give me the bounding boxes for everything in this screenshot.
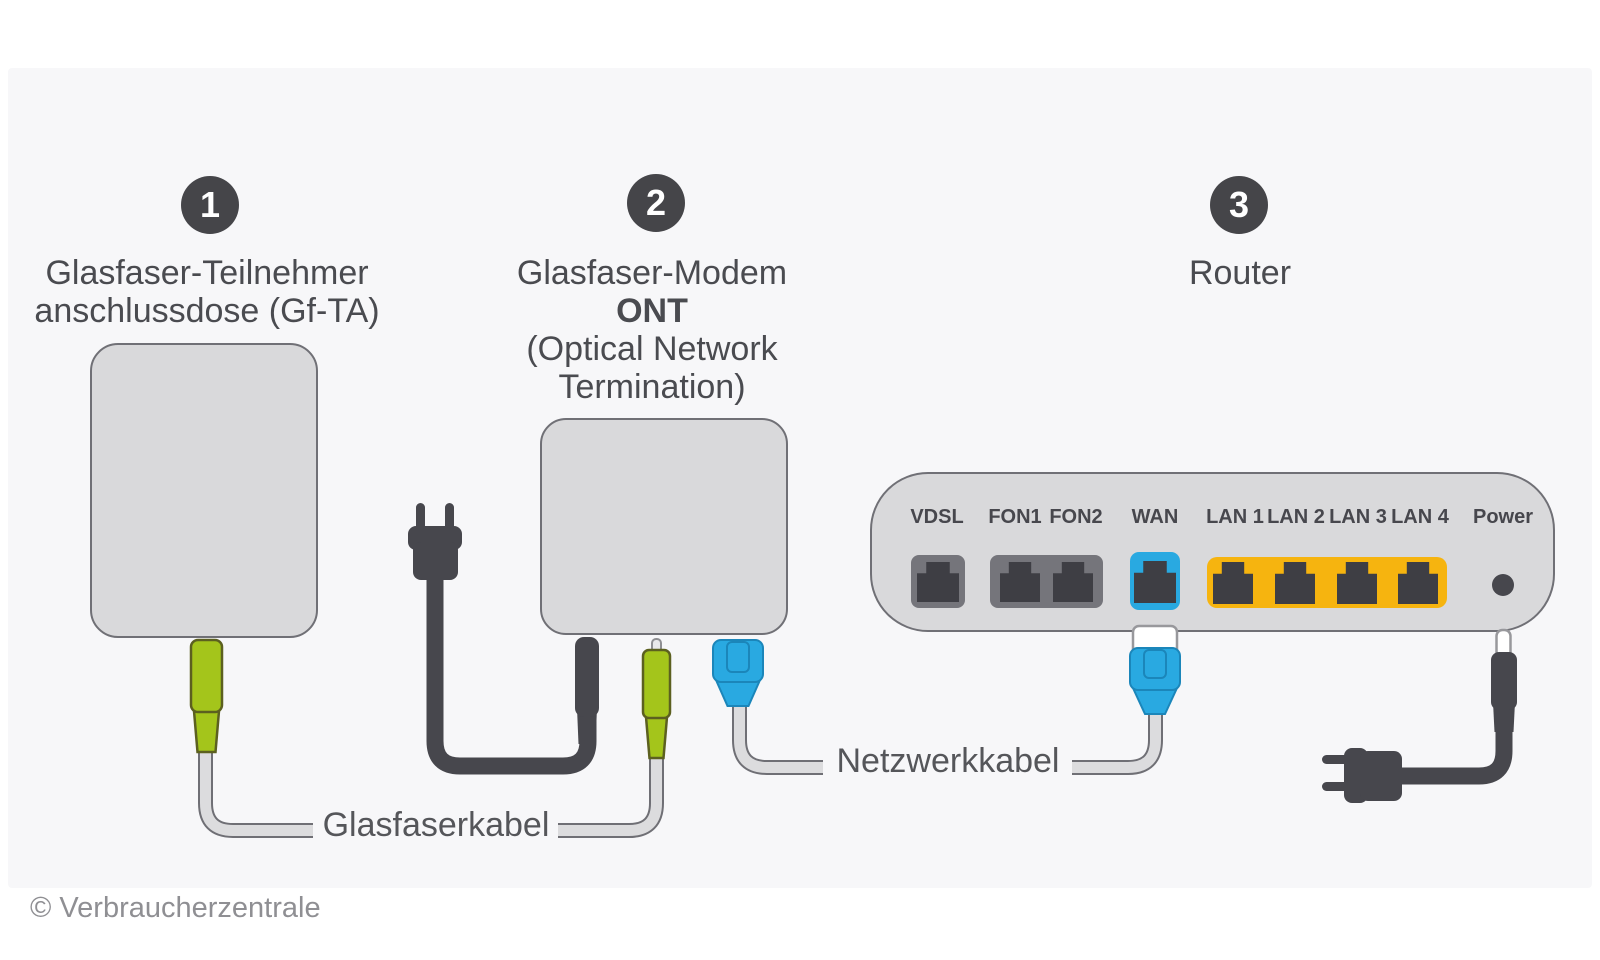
port-label-power: Power <box>1472 506 1534 528</box>
fiber-connector-taper <box>644 715 669 760</box>
port-label-fon1: FON1 <box>988 506 1042 528</box>
power-cable-router-path <box>1398 726 1513 785</box>
rj45-plug-taper <box>714 679 762 707</box>
step-1-title-line2: anschlussdose (Gf-TA) <box>34 292 380 330</box>
fon-port-group <box>990 555 1103 608</box>
network-cable-left-core <box>734 700 823 773</box>
step-1-number: 1 <box>199 184 221 225</box>
step-2-badge: 2 <box>627 174 685 232</box>
network-cable-router <box>1072 624 1181 775</box>
power-cable-router <box>1322 628 1517 803</box>
step-1-badge: 1 <box>181 176 239 234</box>
port-label-lan4: LAN 4 <box>1391 506 1449 528</box>
power-barrel-ont-icon <box>575 637 599 717</box>
port-label-lan3: LAN 3 <box>1329 506 1387 528</box>
fiber-cable-gfta <box>189 638 313 838</box>
port-label-lan2: LAN 2 <box>1267 506 1325 528</box>
network-cable-right-core <box>1072 708 1161 773</box>
network-cable-label: Netzwerkkabel <box>836 742 1060 780</box>
rj45-plug-taper <box>1131 687 1179 715</box>
fiber-connector-gfta-icon <box>189 638 224 714</box>
plug-prong-icon <box>445 503 454 531</box>
port-label-lan1: LAN 1 <box>1206 506 1264 528</box>
plug-prong-icon <box>1322 782 1350 791</box>
step-2-title: Glasfaser-Modem ONT (Optical Network Ter… <box>437 254 867 406</box>
barrel-taper <box>577 708 597 744</box>
step-1-title-line1: Glasfaser-Teilnehmer <box>45 254 369 292</box>
lan-port-group <box>1207 557 1447 608</box>
fiber-cable-left-core <box>200 745 313 836</box>
fiber-cable-ont <box>558 638 672 838</box>
power-cable-ont-path <box>426 570 597 775</box>
step-3-title-line1: Router <box>1188 254 1292 292</box>
step-3-number: 3 <box>1228 184 1250 225</box>
fiber-connector-ont-icon <box>641 648 672 720</box>
network-cable-ont <box>712 639 823 775</box>
rj45-plug-clip <box>1143 649 1167 679</box>
gfta-socket-device <box>90 343 318 638</box>
step-2-acronym: ONT <box>616 292 688 330</box>
power-plug-ont-body <box>413 542 458 580</box>
power-plug-router-body <box>1360 751 1402 801</box>
power-socket-icon <box>1492 574 1514 596</box>
fiber-connector-taper <box>192 709 221 754</box>
wan-port <box>1130 552 1180 610</box>
step-3-badge: 3 <box>1210 176 1268 234</box>
step-2-number: 2 <box>645 182 667 223</box>
port-label-wan: WAN <box>1131 506 1179 528</box>
ont-modem-device <box>540 418 788 635</box>
plug-prong-icon <box>1322 755 1350 764</box>
rj45-plug-clip <box>726 641 750 673</box>
copyright-notice: © Verbraucherzentrale <box>30 892 321 924</box>
vdsl-port <box>911 555 965 608</box>
plug-prong-icon <box>416 503 425 531</box>
step-3-title: Router <box>1033 254 1447 292</box>
fiber-cable-right-core <box>558 752 662 836</box>
port-label-fon2: FON2 <box>1049 506 1103 528</box>
fiber-cable-label: Glasfaserkabel <box>322 806 550 844</box>
step-2-title-line1: Glasfaser-Modem <box>516 254 788 292</box>
port-label-vdsl: VDSL <box>910 506 964 528</box>
step-2-expansion: (Optical Network Termination) <box>526 330 778 406</box>
step-1-title: Glasfaser-Teilnehmer anschlussdose (Gf-T… <box>0 254 414 330</box>
power-cable-ont <box>408 503 599 775</box>
power-barrel-router-icon <box>1491 652 1517 710</box>
